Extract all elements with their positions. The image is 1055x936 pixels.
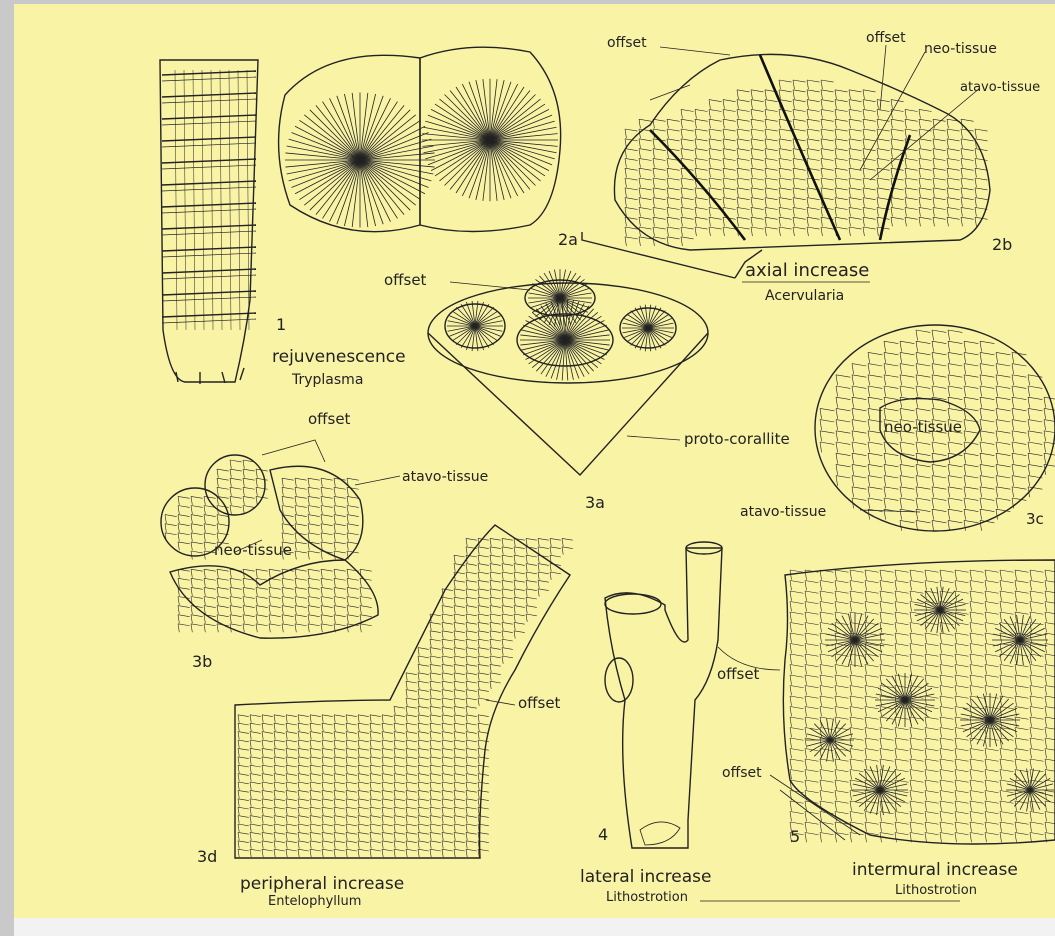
fig2b-label-offset-2: offset <box>866 30 906 46</box>
fig3c-number: 3c <box>1026 510 1044 528</box>
fig3a-label-proto-corallite: proto-corallite <box>684 430 790 448</box>
fig2b-caption: axial increase <box>745 260 869 281</box>
fig3d-genus: Entelophyllum <box>268 894 361 909</box>
fig4-number: 4 <box>598 825 608 844</box>
fig5-genus: Lithostrotion <box>895 883 977 898</box>
fig2a-number: 2a <box>558 230 578 249</box>
fig5-caption: intermural increase <box>852 860 1018 880</box>
fig4-label-offset: offset <box>717 665 760 683</box>
fig3d-branch-drawing <box>235 525 573 858</box>
fig3a-label-offset: offset <box>384 271 427 289</box>
fig3b-label-offset: offset <box>308 410 351 428</box>
fig5-number: 5 <box>790 827 800 846</box>
fig5-label-offset: offset <box>722 765 762 781</box>
fig1-genus: Tryplasma <box>291 372 363 388</box>
fig1-number: 1 <box>276 315 286 334</box>
fig3a-number: 3a <box>585 493 605 512</box>
fig3c-label-neo-tissue: neo-tissue <box>884 418 962 436</box>
fig5-leader-lines <box>770 775 860 840</box>
fig4-genus: Lithostrotion <box>606 890 688 905</box>
fig3d-caption: peripheral increase <box>240 874 404 894</box>
fig2a-calices-drawing <box>279 47 561 231</box>
fig3b-leader-lines <box>235 440 400 552</box>
fig3b-label-neo-tissue: neo-tissue <box>214 541 292 559</box>
fig3c-label-atavo-tissue: atavo-tissue <box>740 504 826 520</box>
fig2b-number: 2b <box>992 235 1012 254</box>
fig2b-acervularia-drawing <box>614 54 990 250</box>
axial-increase-arrow <box>582 232 762 278</box>
fig2b-label-neo-tissue: neo-tissue <box>924 41 997 57</box>
fig2b-label-atavo-tissue: atavo-tissue <box>960 80 1040 95</box>
fig3a-cone-drawing <box>428 269 708 475</box>
fig3d-number: 3d <box>197 847 217 866</box>
fig1-caption: rejuvenescence <box>272 347 406 367</box>
fig4-lateral-drawing <box>605 542 722 848</box>
fig5-intermural-drawing <box>783 560 1055 844</box>
fig1-tryplasma-drawing <box>160 60 258 384</box>
fig3d-leader-line <box>486 700 515 705</box>
fig3b-label-atavo-tissue: atavo-tissue <box>402 469 488 485</box>
fig2b-genus: Acervularia <box>765 288 844 304</box>
fig3d-label-offset: offset <box>518 694 561 712</box>
fig3b-number: 3b <box>192 652 212 671</box>
fig4-caption: lateral increase <box>580 867 711 887</box>
fig2b-label-offset-1: offset <box>607 35 647 51</box>
